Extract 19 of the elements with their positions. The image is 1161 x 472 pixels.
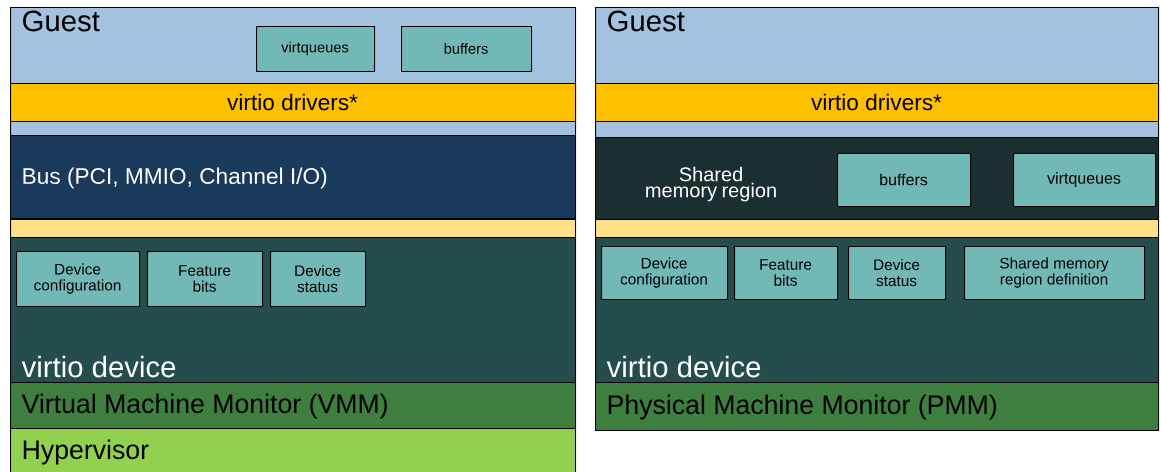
component-box: Device configuration bbox=[601, 246, 729, 301]
driver-band: virtio drivers* bbox=[10, 83, 577, 123]
component-box: Device status bbox=[848, 246, 947, 301]
component-box: Shared memory region definition bbox=[964, 246, 1146, 301]
driver-band: virtio drivers* bbox=[595, 83, 1160, 123]
component-box: Device status bbox=[270, 251, 367, 308]
component-box: virtqueues bbox=[1013, 153, 1157, 208]
separator-band bbox=[595, 219, 1160, 239]
hypervisor-layer: Hypervisor bbox=[10, 428, 577, 472]
component-box: Feature bits bbox=[734, 246, 839, 301]
monitor-layer: Virtual Machine Monitor (VMM) bbox=[10, 382, 577, 430]
component-box: buffers bbox=[837, 153, 972, 208]
component-box: buffers bbox=[401, 26, 533, 73]
component-box: Device configuration bbox=[16, 251, 141, 308]
monitor-layer: Physical Machine Monitor (PMM) bbox=[595, 382, 1160, 432]
component-box: Feature bits bbox=[147, 251, 264, 308]
separator-band bbox=[10, 219, 577, 239]
bus-layer: Bus (PCI, MMIO, Channel I/O) bbox=[10, 135, 577, 220]
component-box: virtqueues bbox=[256, 26, 376, 73]
